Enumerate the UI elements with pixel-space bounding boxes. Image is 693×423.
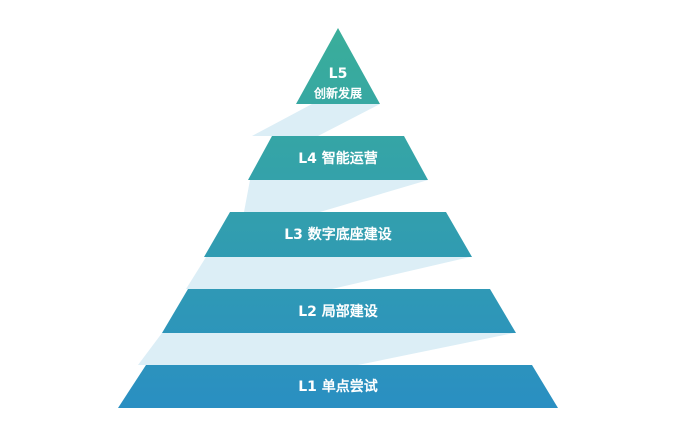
tier-l5-name: 创新发展 [313,86,362,101]
connector-band-2-1 [138,333,514,365]
connector-band-4-3 [244,180,428,212]
tier-l2 [162,289,516,333]
tier-l5 [296,28,380,104]
tier-l1-label: L1 单点尝试 [298,378,378,395]
tier-l3-label: L3 数字底座建设 [284,226,393,243]
pyramid-tiers [118,28,558,408]
connector-bands [138,104,514,365]
tier-l3 [204,212,472,257]
connector-band-5-4 [252,104,380,136]
tier-l1 [118,365,558,408]
tier-l4 [248,136,428,180]
connector-band-3-2 [186,257,470,289]
tier-l4-label: L4 智能运营 [298,150,378,167]
tier-l2-label: L2 局部建设 [298,303,379,320]
tier-l5-code: L5 [329,66,348,82]
